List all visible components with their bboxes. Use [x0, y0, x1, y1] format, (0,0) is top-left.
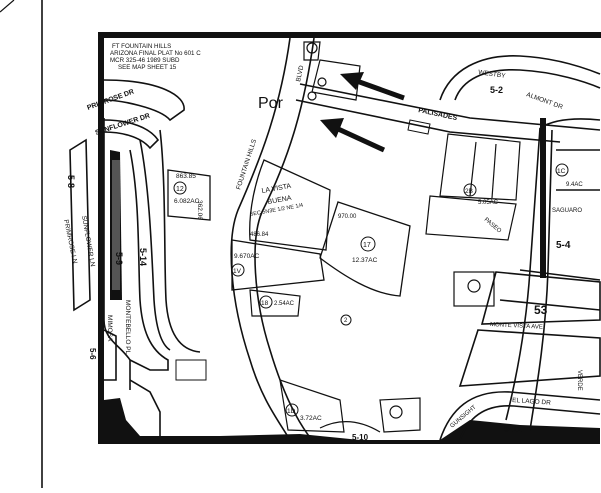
- block-5-11: 5-11: [504, 424, 522, 434]
- header-line-3: MCR 325-46 1989 SUBD: [110, 57, 180, 64]
- street-label-paseo: PASEO: [483, 217, 503, 235]
- parcel-18-area: 2.54AC: [274, 301, 295, 307]
- header-line-1: FT FOUNTAIN HILLS: [112, 43, 171, 50]
- parcel-1c-area: 9.4AC: [566, 182, 583, 188]
- right-black-border: [540, 118, 546, 278]
- top-right-subdivision: [439, 55, 601, 101]
- parcel-17-area: 12.37AC: [352, 257, 378, 264]
- street-label-primrose-lane: PRIMROSE LN: [62, 219, 78, 265]
- street-label-primrose: PRIMROSE DR: [86, 88, 135, 111]
- parcel-1d: 1D 3.72AC: [279, 379, 345, 433]
- dim-48684: 486.84: [250, 232, 269, 238]
- dim-970: 970.00: [338, 214, 357, 220]
- arrow-lower: [320, 118, 386, 153]
- street-label-saguaro: SAGUARO: [552, 208, 582, 214]
- parcel-18-id: 18: [261, 300, 269, 307]
- top-left-corner-line: [0, 0, 15, 13]
- header-line-2: ARIZONA FINAL PLAT No 601 C: [110, 50, 201, 57]
- label-por: Por: [258, 95, 284, 112]
- parcel-1d-id: 1D: [287, 408, 296, 415]
- label-la-vista: LA VISTA: [261, 183, 292, 195]
- arrow-upper: [340, 72, 405, 101]
- left-subdivision: [69, 79, 201, 436]
- mid-right-parcels: [453, 271, 495, 307]
- parcel-18: 18 2.54AC: [249, 289, 301, 317]
- map-top-edge: [98, 32, 601, 38]
- parcel-17-id: 17: [363, 242, 371, 249]
- block-5-4: 5-4: [556, 240, 571, 251]
- el-lago-road: [439, 391, 601, 441]
- street-label-palisades: PALISADES: [418, 107, 458, 122]
- street-label-el-lago: EL LAGO DR: [512, 397, 551, 407]
- parcel-2b-circle: [463, 183, 477, 197]
- label-2: 2: [344, 318, 348, 324]
- block-53-outline: [458, 271, 601, 387]
- block-5-10: 5-10: [352, 433, 369, 442]
- top-arrow-parcels: [303, 41, 361, 101]
- center-right-parcels: [425, 133, 521, 241]
- misc-marks: [175, 119, 431, 381]
- street-label-montebello: MONTEBELLO PL: [124, 300, 131, 355]
- parcel-12-id: 12: [176, 186, 184, 193]
- block-5-2: 5-2: [490, 85, 503, 95]
- street-label-blvd: BLVD: [295, 65, 305, 83]
- street-label-monte-vista: MONTE VISTA AVE: [490, 322, 543, 331]
- street-label-verde: VERDE: [576, 370, 582, 391]
- map-left-edge: [98, 32, 104, 444]
- parcel-2b-area: 5.05AC: [478, 200, 499, 206]
- block-5-8: 5-8: [66, 175, 76, 188]
- street-label-sunflower-lane: SUNFLOWER LN: [80, 215, 96, 267]
- header-line-4: SEE MAP SHEET 15: [118, 64, 177, 71]
- label-sec: SEC 5N3E 1/2 NE 1/4: [249, 203, 303, 218]
- block-53: 53: [534, 303, 548, 317]
- parcel-la-vista-buena: LA VISTA BUENA SEC 5N3E 1/2 NE 1/4 486.8…: [249, 159, 331, 251]
- parcel-12-area: 6.082AC: [174, 198, 200, 205]
- block-5-14: 5-14: [138, 248, 148, 266]
- parcel-1v-area: 9.670AC: [234, 253, 260, 260]
- left-hatch-strip: [112, 160, 120, 290]
- street-label-almont: ALMONT DR: [525, 91, 564, 111]
- dim-36206: 362.06: [196, 200, 203, 220]
- block-5-9: 5-9: [114, 252, 124, 265]
- parcel-1v: 1V 9.670AC: [231, 239, 325, 291]
- parcel-17: 17 12.37AC 970.00: [319, 201, 411, 297]
- parcel-12: 12 6.082AC 863.85 362.06: [167, 169, 211, 221]
- street-label-fountain-hills: FOUNTAIN HILLS: [235, 138, 258, 191]
- block-5-6: 5-6: [88, 348, 97, 360]
- parcel-1v-id: 1V: [233, 268, 242, 275]
- left-bottom-mass: [104, 398, 140, 436]
- parcel-2b-id: 2B: [465, 188, 473, 195]
- parcel-1c-id: 1C: [557, 168, 566, 175]
- bottom-center-parcels: [319, 397, 421, 433]
- street-label-westby: WESTBY: [478, 69, 507, 80]
- dim-86385: 863.85: [176, 173, 196, 180]
- parcel-1d-area: 3.72AC: [300, 415, 322, 422]
- bottom-right-mass: [440, 420, 600, 444]
- header-block: FT FOUNTAIN HILLS ARIZONA FINAL PLAT No …: [110, 43, 201, 71]
- street-label-mimosa: MIMOSA: [106, 315, 113, 342]
- label-buena: BUENA: [267, 195, 292, 206]
- parcel-1c-circle: [555, 163, 569, 177]
